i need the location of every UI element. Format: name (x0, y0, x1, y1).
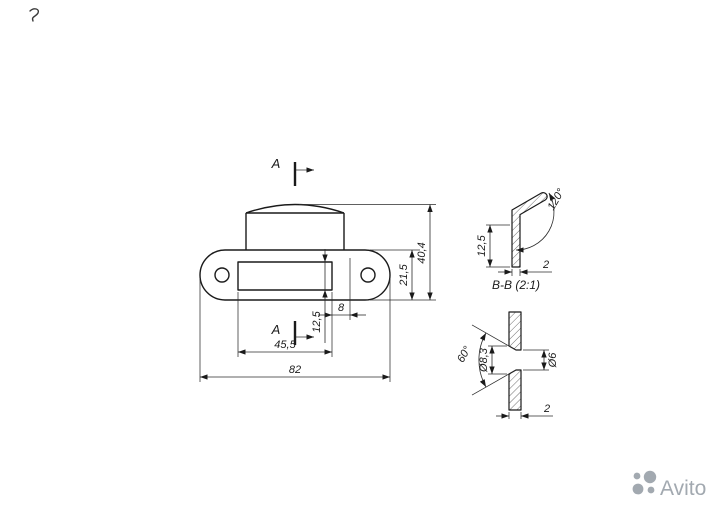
extension-lines (199, 204, 436, 382)
section-bb-title: B-B (2:1) (492, 278, 540, 292)
hole-section-upper (508, 311, 522, 351)
avito-logo-icon (632, 470, 657, 495)
dim-bend-angle: 120° (546, 186, 568, 212)
dimension-d83: Ø8,3 (478, 345, 507, 375)
dim-total-height: 40,4 (416, 242, 428, 263)
right-hole (360, 267, 376, 283)
slot-opening (237, 261, 333, 291)
dimension-bb-2: 2 (498, 259, 552, 276)
dim-total-width: 82 (289, 364, 301, 376)
dim-countersink-dia: Ø8,3 (478, 347, 490, 373)
dimension-d6: Ø6 (523, 349, 559, 371)
dimension-82: 82 (200, 364, 390, 380)
dim-slot-width: 45,5 (274, 339, 296, 351)
dim-plate-height: 21,5 (398, 263, 410, 286)
main-view: A A 40,4 21,5 8 (199, 156, 436, 382)
watermark-brand: Avito (660, 477, 706, 500)
dim-bb-thickness: 2 (542, 259, 549, 271)
dimension-bb-12-5: 12,5 (476, 224, 510, 268)
dim-hole-thickness: 2 (543, 403, 550, 415)
section-bb-view: 120° 12,5 2 B-B (2:1) (476, 186, 568, 292)
dimension-45-5: 45,5 (238, 339, 332, 355)
section-letter-top: A (271, 156, 281, 171)
left-hole (214, 267, 230, 283)
dimension-12-5: 12,5 (311, 249, 328, 343)
watermark: Avito (632, 470, 706, 500)
dimension-40-4: 40,4 (416, 204, 433, 300)
dim-countersink-angle: 60° (455, 344, 474, 365)
dim-offset: 8 (338, 302, 345, 314)
dim-hole-dia: Ø6 (547, 352, 559, 369)
section-cut-marks: A A (271, 156, 314, 345)
dimension-hole-2: 2 (496, 403, 553, 419)
bb-profile (511, 192, 548, 268)
dome-cap-outline (245, 203, 345, 250)
hole-section-lower (508, 369, 522, 411)
hole-section-view: 60° Ø8,3 Ø6 2 (455, 311, 559, 419)
corner-scribble (29, 8, 40, 22)
plate-outline (199, 249, 391, 301)
dim-leg-height: 12,5 (476, 234, 488, 256)
dimension-21-5: 21,5 (398, 250, 415, 300)
dim-slot-height: 12,5 (311, 310, 323, 332)
section-letter-bottom: A (271, 322, 281, 337)
